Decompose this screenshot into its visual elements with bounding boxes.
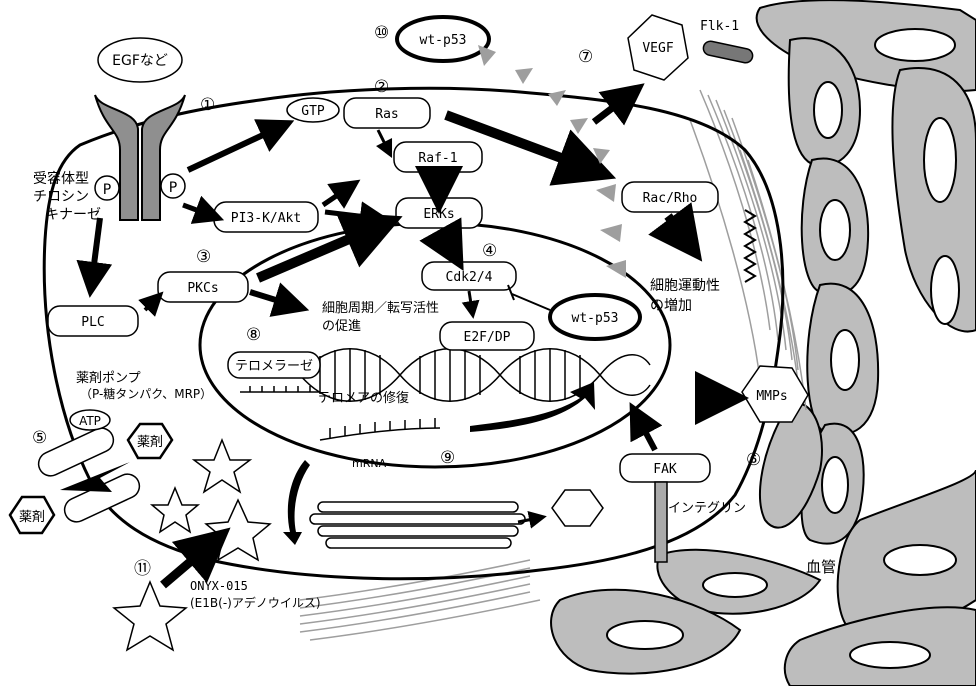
pump-label-2: （P-糖タンパク、MRP） xyxy=(80,386,212,401)
fak-label: FAK xyxy=(653,462,677,477)
gtp-label: GTP xyxy=(301,104,325,119)
marker-10: ⑩ xyxy=(374,23,389,43)
egf-label: EGFなど xyxy=(112,53,168,69)
phospho-label-2: P xyxy=(169,180,177,196)
receptor-label-2: チロシン xyxy=(33,189,89,205)
wtp53-top-label: wt-p53 xyxy=(420,33,467,48)
integrin-receptor xyxy=(655,482,667,562)
mrna-strand xyxy=(320,418,440,440)
mrna-label: mRNA xyxy=(352,457,387,470)
erks-label: ERKs xyxy=(423,207,454,222)
atp-label: ATP xyxy=(79,414,101,428)
e2f-label: E2F/DP xyxy=(464,330,511,345)
marker-2: ② xyxy=(374,77,389,97)
receptor-label-3: キナーゼ xyxy=(45,207,101,223)
marker-7: ⑦ xyxy=(578,47,593,67)
marker-4: ④ xyxy=(482,241,497,261)
raf-label: Raf-1 xyxy=(418,151,457,166)
flk1-receptor xyxy=(702,40,754,64)
motility-label-1: 細胞運動性 xyxy=(650,278,720,294)
pump-label-1: 薬剤ポンプ xyxy=(76,370,141,386)
ras-label: Ras xyxy=(375,107,398,122)
cdk-label: Cdk2/4 xyxy=(446,270,493,285)
wtp53-label: wt-p53 xyxy=(572,311,619,326)
vegf-label: VEGF xyxy=(642,41,673,56)
integrin-label: インテグリン xyxy=(668,501,746,516)
vessel-label: 血管 xyxy=(806,558,836,576)
cellcycle-label-2: の促進 xyxy=(322,319,361,334)
marker-5: ⑤ xyxy=(32,428,47,448)
curved-arrow-export xyxy=(283,460,310,545)
curved-arrow-nucleus xyxy=(470,382,595,432)
marker-3: ③ xyxy=(196,247,211,267)
marker-6: ⑥ xyxy=(746,450,761,470)
phospho-label-1: P xyxy=(103,182,111,198)
pkcs-label: PKCs xyxy=(187,281,218,296)
drug-label-2: 薬剤 xyxy=(19,509,45,525)
marker-8: ⑧ xyxy=(246,325,261,345)
telomere-repair-label: テロメアの修復 xyxy=(318,390,409,406)
receptor-tyrosine-kinase xyxy=(95,95,185,220)
flk1-label: Flk-1 xyxy=(700,19,739,34)
racrho-label: Rac/Rho xyxy=(643,191,698,206)
receptor-label-1: 受容体型 xyxy=(33,170,89,187)
mmps-label: MMPs xyxy=(756,389,787,404)
gray-triangles xyxy=(478,45,626,278)
marker-9: ⑨ xyxy=(440,448,455,468)
marker-11: ⑪ xyxy=(134,559,151,579)
telomerase-label: テロメラーゼ xyxy=(235,359,313,374)
motility-label-2: の増加 xyxy=(650,298,692,314)
adenovirus-stars xyxy=(114,440,270,650)
telomere-strand xyxy=(240,386,320,392)
secreted-hexagon xyxy=(552,490,603,526)
plc-label: PLC xyxy=(81,315,104,330)
pi3k-label: PI3-K/Akt xyxy=(231,211,301,226)
marker-1: ① xyxy=(200,95,215,115)
onyx-label-2: (E1B(-)アデノウイルス) xyxy=(190,595,321,610)
nucleus xyxy=(200,223,670,467)
p53-inhibition-line xyxy=(508,285,550,310)
golgi-apparatus xyxy=(310,502,525,548)
onyx-label-1: ONYX-015 xyxy=(190,579,248,593)
cellcycle-label-1: 細胞周期／転写活性 xyxy=(322,301,439,316)
drug-label-1: 薬剤 xyxy=(137,434,163,450)
